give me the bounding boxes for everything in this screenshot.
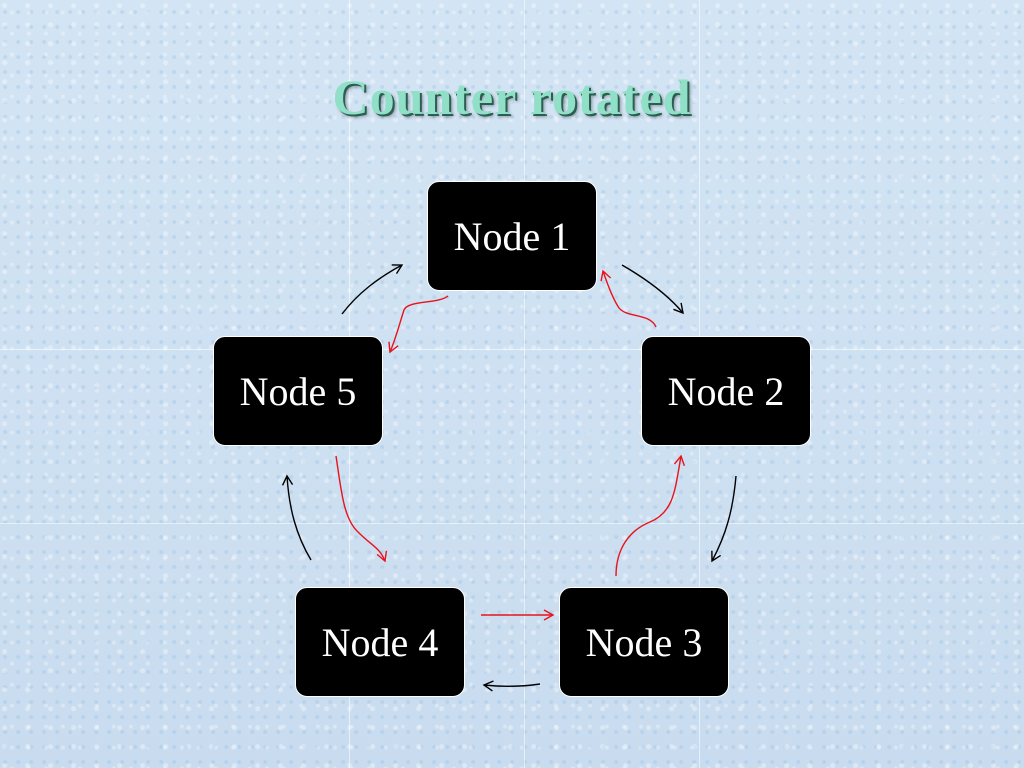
arrow-node2-to-node1: [600, 269, 657, 328]
arrow-node3-to-node2: [615, 454, 686, 577]
arrow-node3-to-node4: [482, 680, 541, 692]
node-1: Node 1: [427, 181, 597, 291]
arrow-node5-to-node4: [335, 455, 388, 563]
arrow-node1-to-node2: [621, 264, 684, 315]
node-3: Node 3: [559, 587, 729, 697]
node-label: Node 1: [453, 213, 571, 259]
node-label: Node 5: [239, 368, 357, 414]
node-2: Node 2: [641, 336, 811, 446]
arrow-node5-to-node1: [341, 264, 404, 315]
arrow-node2-to-node3: [711, 475, 737, 563]
arrow-node1-to-node5: [388, 295, 449, 354]
arrow-node4-to-node5: [281, 474, 312, 561]
node-label: Node 2: [667, 368, 785, 414]
grid-line: [0, 523, 1024, 524]
slide-title: Counter rotated: [332, 69, 692, 125]
grid-line: [0, 349, 1024, 350]
node-5: Node 5: [213, 336, 383, 446]
grid-line: [524, 0, 525, 768]
node-label: Node 3: [585, 619, 703, 665]
node-4: Node 4: [295, 587, 465, 697]
node-label: Node 4: [321, 619, 439, 665]
